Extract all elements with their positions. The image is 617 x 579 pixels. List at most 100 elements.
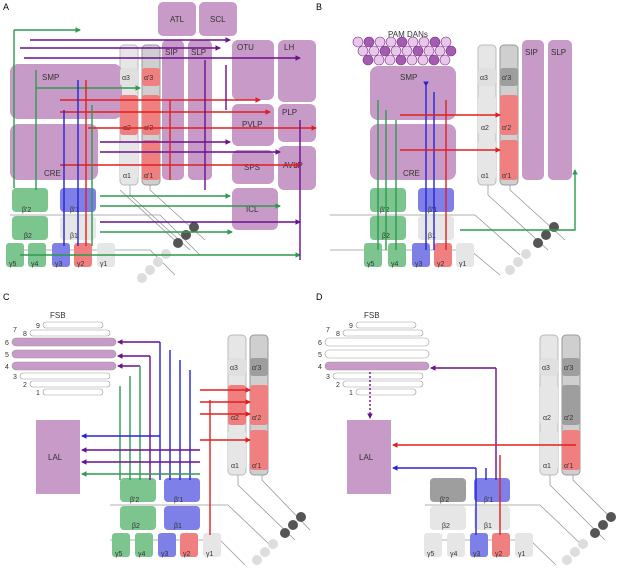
- compartment-g1-d: [515, 533, 533, 557]
- region-pvlp: [232, 104, 274, 146]
- fsb-title-d: FSB: [364, 311, 380, 320]
- region-plp-label: PLP: [282, 108, 297, 117]
- compartment-a1-c-label: α1: [231, 463, 239, 470]
- compartment-b1-c: [164, 506, 200, 530]
- fsb-layer-3-c: 3: [13, 374, 17, 381]
- compartment-bp2-b: [370, 188, 406, 212]
- connections-d: [367, 365, 576, 535]
- compartment-g2-c: [180, 533, 198, 557]
- compartment-a3-b: [478, 68, 496, 86]
- compartment-b2-a: [12, 216, 48, 240]
- compartment-bp1-b-label: β'1: [428, 207, 437, 214]
- region-lal-c-label: LAL: [48, 453, 63, 462]
- compartment-a3-a-label: α3: [122, 75, 130, 82]
- panel-label-b: B: [316, 2, 322, 12]
- compartment-ap1-c-label: α'1: [252, 463, 261, 470]
- compartment-g2-d-label: γ2: [495, 551, 503, 558]
- compartment-g5-d: [424, 533, 442, 557]
- fsb-layer-7-d: 7: [326, 327, 330, 334]
- region-lal-c: [36, 420, 80, 494]
- compartment-g4-d-label: γ4: [450, 551, 458, 558]
- compartment-g1-b-label: γ1: [459, 261, 467, 268]
- compartment-g2-b: [434, 243, 452, 267]
- region-icl: [232, 188, 278, 230]
- region-smp-b-label: SMP: [400, 73, 417, 82]
- compartment-ap2-d-label: α'2: [564, 415, 573, 422]
- compartment-g1-b: [456, 243, 474, 267]
- compartment-ap1-a: [142, 140, 160, 180]
- fsb-layer-4-c: 4: [5, 364, 9, 371]
- compartment-ap3-b: [500, 68, 518, 86]
- compartment-a1-a-label: α1: [123, 173, 131, 180]
- compartment-g1-a-label: γ1: [100, 261, 108, 268]
- compartment-ap1-b: [500, 140, 518, 180]
- compartment-ap3-a: [142, 68, 160, 86]
- panel-b: PAM DANs: [330, 30, 578, 276]
- compartment-ap2-c-label: α'2: [252, 415, 261, 422]
- compartment-a3-a: [120, 68, 138, 86]
- compartment-b2-d: [430, 506, 466, 530]
- region-icl-label: ICL: [246, 205, 259, 214]
- compartment-a2-c-label: α2: [231, 415, 239, 422]
- region-lh: [278, 40, 316, 102]
- panel-a: ATL SCL SIP SLP OTU LH SMP PLP PVLP SPS …: [6, 2, 317, 283]
- compartment-b2-c-label: β2: [132, 523, 140, 530]
- compartment-a1-d-label: α1: [543, 463, 551, 470]
- compartment-ap2-d: [562, 385, 580, 425]
- compartment-a3-c-label: α3: [230, 365, 238, 372]
- peduncle-circles-c: [252, 512, 306, 565]
- fsb-layer-5-d: 5: [318, 352, 322, 359]
- compartment-g4-c-label: γ4: [138, 551, 146, 558]
- connections-a: [13, 27, 317, 260]
- compartment-ap2-c: [250, 385, 268, 425]
- compartment-ap3-c: [250, 358, 268, 376]
- compartment-a2-b-label: α2: [481, 125, 489, 132]
- compartment-a3-c: [228, 358, 246, 376]
- compartment-b2-a-label: β2: [24, 233, 32, 240]
- fsb-layer-4-d: 4: [318, 364, 322, 371]
- compartment-bp1-c: [164, 478, 200, 502]
- compartment-g3-c-label: γ3: [161, 551, 169, 558]
- region-atl-label: ATL: [170, 15, 185, 24]
- compartment-a1-d: [540, 430, 558, 470]
- compartment-ap3-d: [562, 358, 580, 376]
- compartment-g2-c-label: γ2: [183, 551, 191, 558]
- compartment-b1-b: [418, 216, 454, 240]
- compartment-g4-b-label: γ4: [391, 261, 399, 268]
- compartment-g5-d-label: γ5: [427, 551, 435, 558]
- compartment-a2-d-label: α2: [543, 415, 551, 422]
- fsb-layer-6-c: 6: [5, 340, 9, 347]
- compartment-b2-b: [370, 216, 406, 240]
- peduncle-circles-b: [505, 222, 559, 275]
- compartment-a2-d: [540, 385, 558, 425]
- pam-title: PAM DANs: [388, 30, 428, 39]
- compartment-bp2-a: [12, 188, 48, 212]
- connections-c: [81, 339, 251, 535]
- fsb-layer-9-d: 9: [349, 323, 353, 330]
- region-avlp: [278, 146, 316, 190]
- compartment-bp2-a-label: β'2: [22, 207, 31, 214]
- compartment-ap1-d-label: α'1: [564, 463, 573, 470]
- region-smp-label: SMP: [42, 73, 59, 82]
- compartment-g2-b-label: γ2: [437, 261, 445, 268]
- region-sps-label: SPS: [244, 163, 260, 172]
- region-cre-label: CRE: [44, 169, 61, 178]
- compartment-a3-d-label: α3: [542, 365, 550, 372]
- compartment-bp2-b-label: β'2: [380, 207, 389, 214]
- compartment-g2-a-label: γ2: [77, 261, 85, 268]
- panel-label-a: A: [3, 2, 9, 12]
- region-slp: [188, 40, 212, 180]
- peduncle-circles-a: [137, 222, 199, 283]
- compartment-a1-a: [120, 140, 138, 180]
- compartment-ap2-b-label: α'2: [502, 125, 511, 132]
- region-lal-d: [347, 420, 391, 494]
- compartment-g4-a-label: γ4: [31, 261, 39, 268]
- compartment-b2-d-label: β2: [442, 523, 450, 530]
- compartment-bp2-d: [430, 478, 466, 502]
- compartment-b1-d: [474, 506, 510, 530]
- compartment-g4-c: [135, 533, 153, 557]
- compartment-bp2-c: [120, 478, 156, 502]
- compartment-g5-a-label: γ5: [9, 261, 17, 268]
- pam-dan-cluster: [352, 36, 457, 66]
